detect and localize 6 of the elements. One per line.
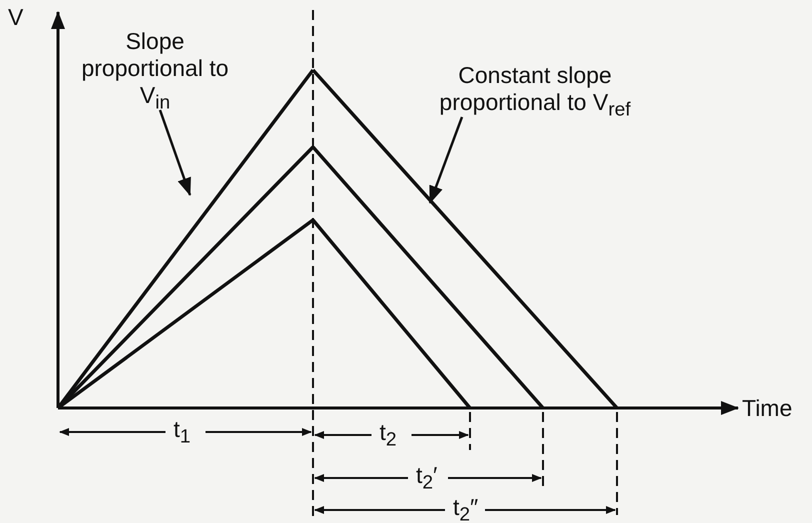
leader-arrow <box>428 116 464 204</box>
axis-label: Time <box>741 395 794 422</box>
annotation-text: Slope proportional to V$_{in}$ <box>81 28 229 108</box>
leader-arrow <box>158 110 192 196</box>
annotation-text: Constant slope proportional to V$_{ref}$ <box>439 62 631 115</box>
axis-label: V <box>7 4 24 31</box>
